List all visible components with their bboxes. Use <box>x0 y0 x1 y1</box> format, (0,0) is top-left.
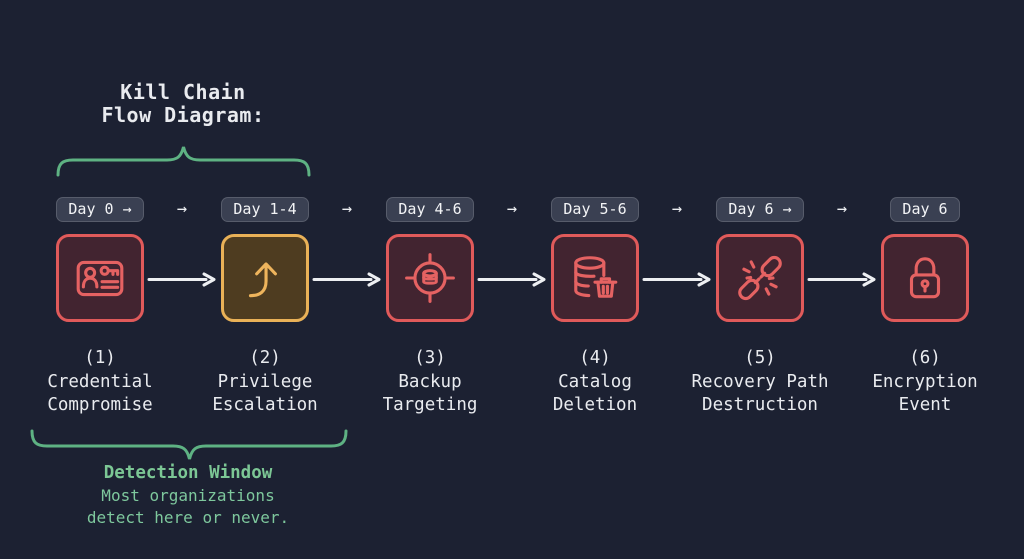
stage-name-line1: Backup <box>398 371 462 392</box>
stage-box <box>221 234 309 322</box>
stage-number: (1) <box>84 348 116 368</box>
day-badge: Day 4-6 <box>386 197 474 222</box>
padlock-icon <box>909 257 941 299</box>
stage-label: (4) Catalog Deletion <box>513 347 677 418</box>
page-title: Kill Chain Flow Diagram: <box>101 81 264 127</box>
day-badge: Day 6 → <box>716 197 804 222</box>
stage-name-line2: Compromise <box>47 395 153 415</box>
stage-name-line2: Destruction <box>702 395 818 415</box>
detection-window-line2: detect here or never. <box>86 508 290 527</box>
database-delete-trash-icon <box>574 256 618 298</box>
stage-name-line2: Deletion <box>552 395 638 415</box>
stage-label: (3) Backup Targeting <box>348 347 512 418</box>
flow-arrow-icon <box>312 272 381 287</box>
day-badge: Day 5-6 <box>551 197 639 222</box>
detection-window-line1: Most organizations <box>101 486 275 505</box>
day-badge: Day 6 <box>890 197 960 222</box>
stage-number: (3) <box>414 348 446 368</box>
flow-arrow-icon <box>642 272 711 287</box>
backup-target-crosshair-icon <box>405 253 455 303</box>
stage-name-line1: Encryption <box>872 371 978 392</box>
detection-window-annotation: Detection Window Most organizations dete… <box>87 462 289 529</box>
stage-column-catalog-deletion: Day 5-6 (4) Catalog Deletion <box>513 197 677 418</box>
stage-column-encryption-event: Day 6 (6) Encryption Event <box>843 197 1007 418</box>
stage-box <box>881 234 969 322</box>
day-badge: Day 1-4 <box>221 197 309 222</box>
page-title-line1: Kill Chain <box>120 80 246 104</box>
stage-name-line2: Escalation <box>212 395 318 415</box>
escalation-curved-arrow-icon <box>248 262 277 298</box>
stage-name-line2: Targeting <box>382 395 478 415</box>
badge-arrow-icon: → <box>671 199 683 219</box>
stage-number: (5) <box>744 348 776 368</box>
stage-label: (1) Credential Compromise <box>18 347 182 418</box>
stage-box <box>56 234 144 322</box>
stage-number: (6) <box>909 348 941 368</box>
stage-name-line2: Event <box>898 395 952 415</box>
badge-arrow-icon: → <box>506 199 518 219</box>
stage-box <box>716 234 804 322</box>
page-title-line2: Flow Diagram: <box>101 103 265 127</box>
credential-id-card-key-icon <box>76 260 124 297</box>
stage-box <box>386 234 474 322</box>
stage-column-credential-compromise: Day 0 → (1) Credential Compromise <box>18 197 182 418</box>
badge-arrow-icon: → <box>341 199 353 219</box>
detection-window-heading: Detection Window <box>103 463 273 483</box>
detection-window-top-brace <box>56 146 311 177</box>
stage-label: (5) Recovery Path Destruction <box>678 347 842 418</box>
badge-arrow-icon: → <box>176 199 188 219</box>
flow-arrow-icon <box>147 272 216 287</box>
stage-column-privilege-escalation: Day 1-4 (2) Privilege Escalation <box>183 197 347 418</box>
flow-arrow-icon <box>807 272 876 287</box>
stage-name-line1: Privilege <box>217 371 313 392</box>
detection-window-bottom-brace <box>30 429 348 460</box>
day-badge: Day 0 → <box>56 197 144 222</box>
broken-chain-link-icon <box>738 255 782 301</box>
flow-arrow-icon <box>477 272 546 287</box>
stage-column-recovery-path-destruction: Day 6 → (5) Recovery Path Destruction <box>678 197 842 418</box>
stage-label: (2) Privilege Escalation <box>183 347 347 418</box>
stage-number: (4) <box>579 348 611 368</box>
stage-column-backup-targeting: Day 4-6 (3) Backup Targeting <box>348 197 512 418</box>
badge-arrow-icon: → <box>836 199 848 219</box>
stage-name-line1: Catalog <box>558 371 632 392</box>
stage-box <box>551 234 639 322</box>
stage-name-line1: Recovery Path <box>691 371 829 392</box>
stage-number: (2) <box>249 348 281 368</box>
stage-label: (6) Encryption Event <box>843 347 1007 418</box>
stage-name-line1: Credential <box>47 371 153 392</box>
